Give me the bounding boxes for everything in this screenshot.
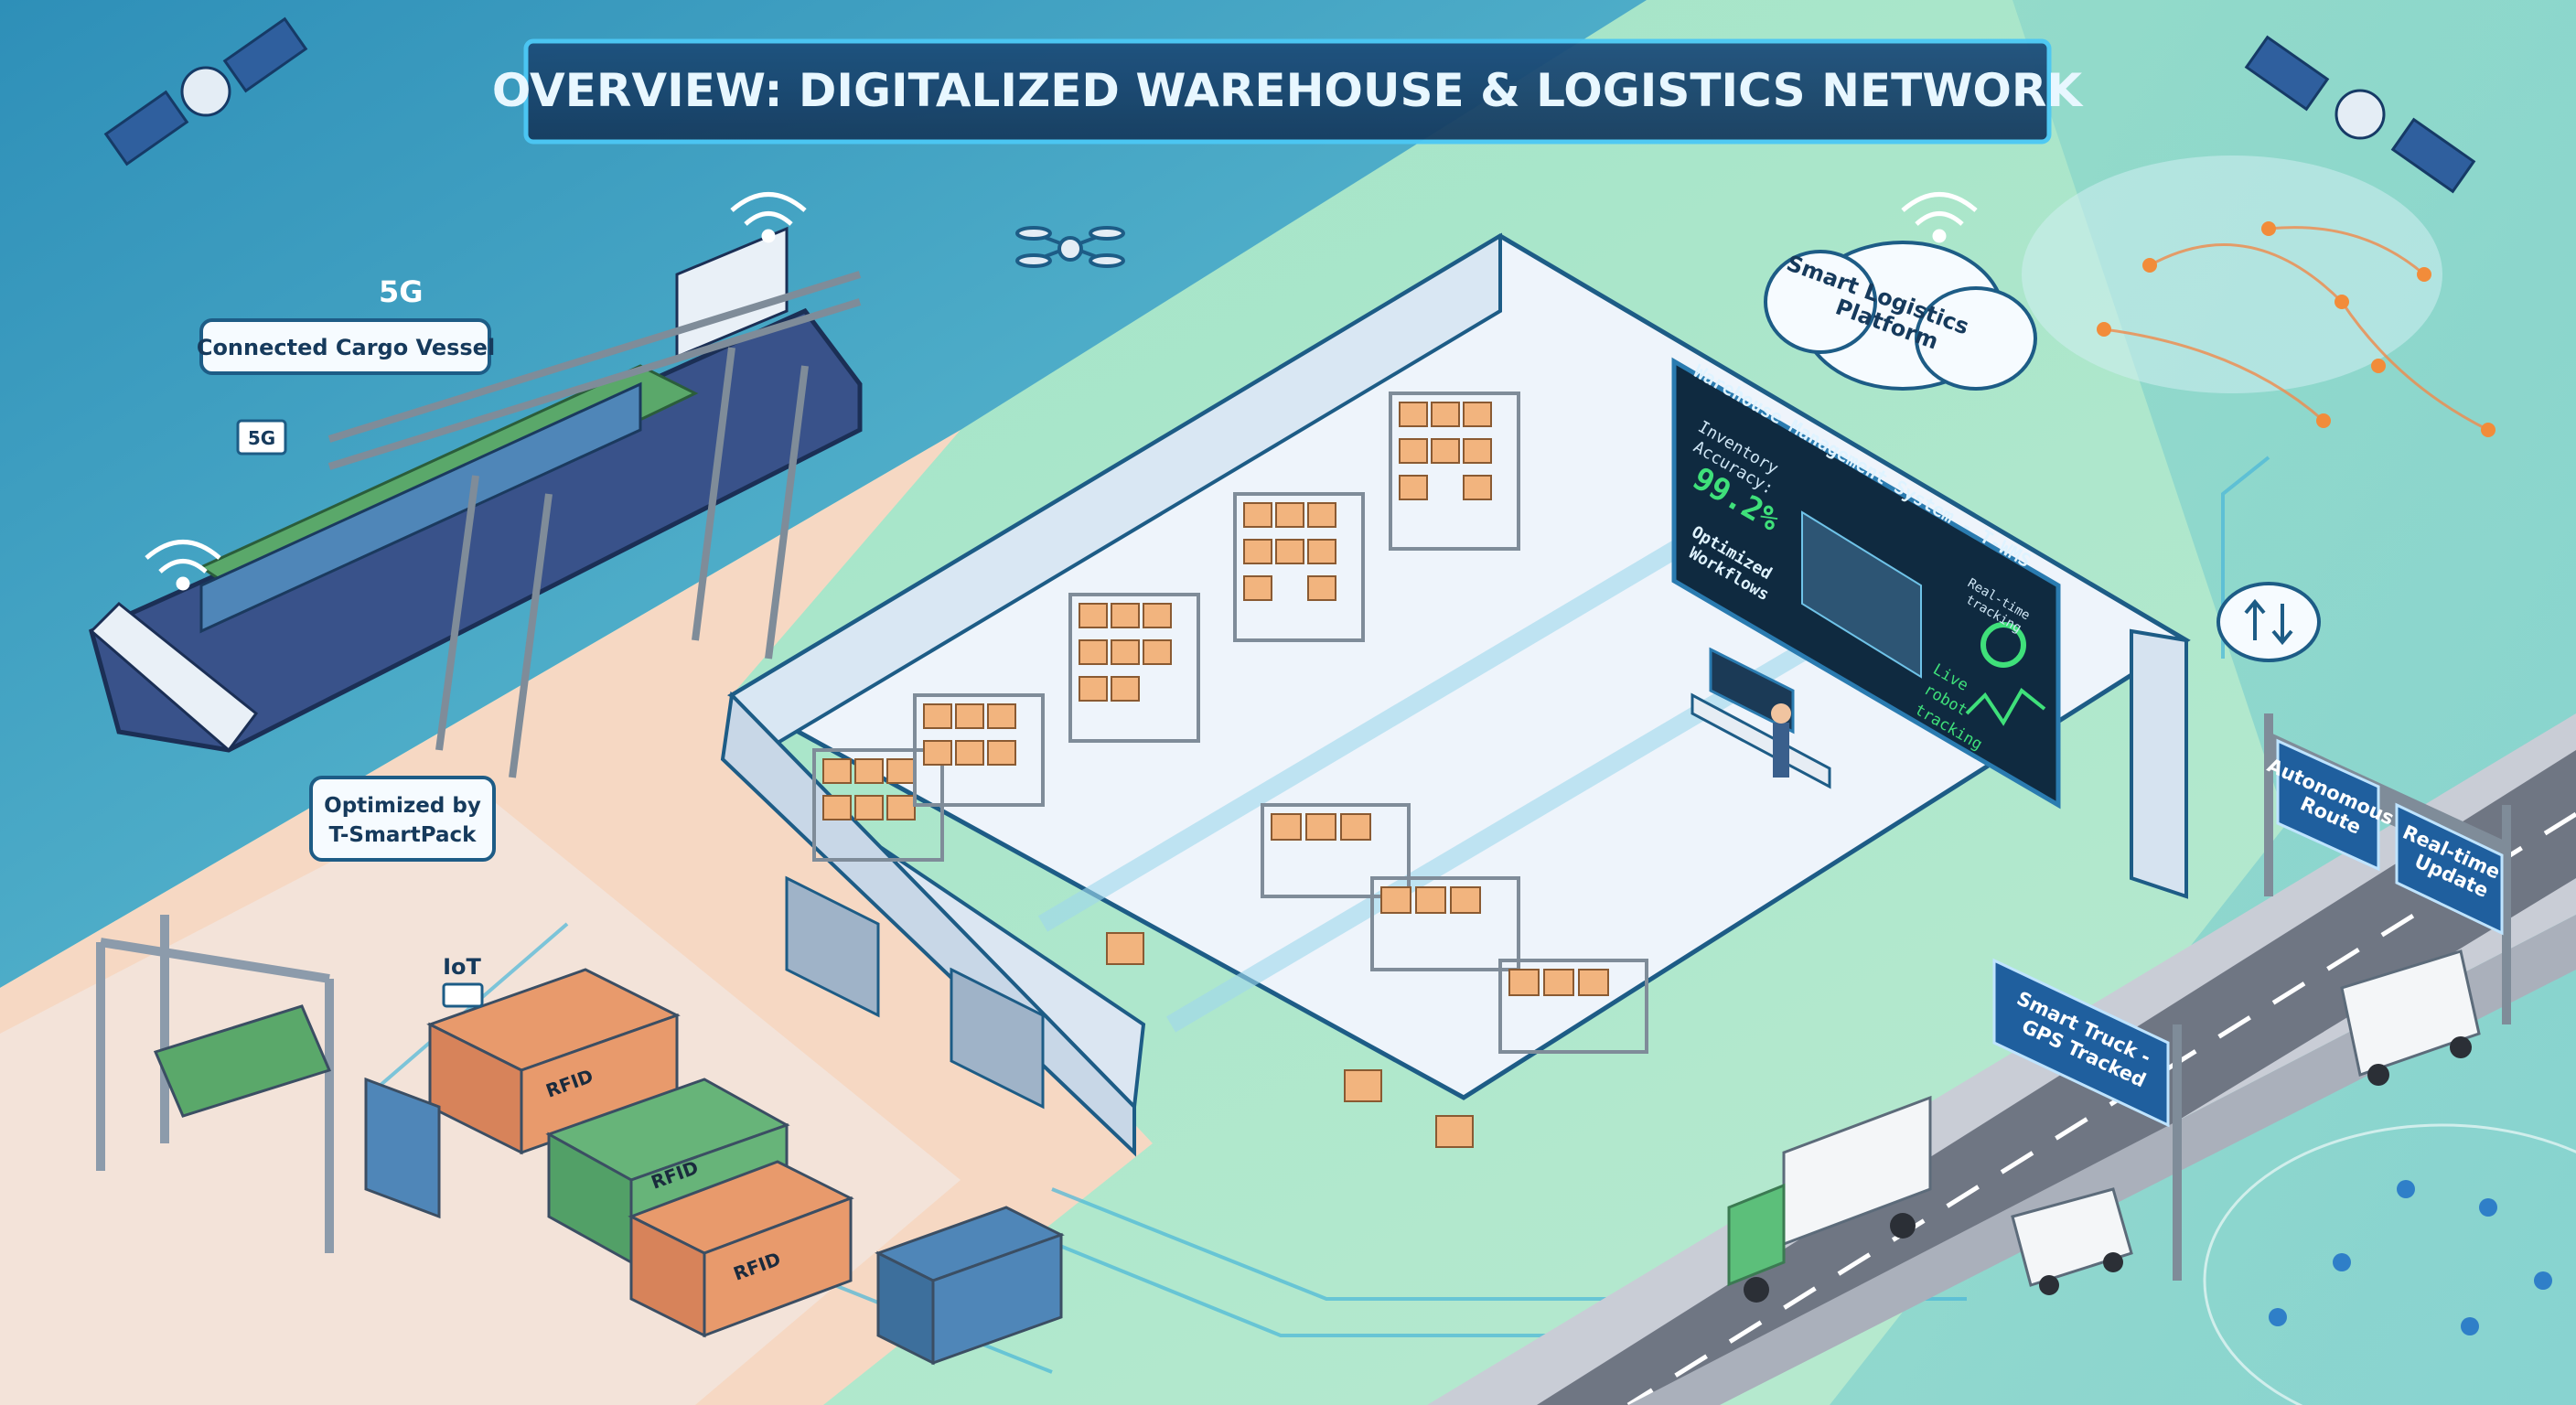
smartpack-label-line1: Optimized by [324, 794, 481, 818]
iot-device-icon [442, 982, 484, 1008]
global-network-map [2022, 156, 2576, 1405]
control-desk [1690, 647, 1831, 789]
smartpack-callout [309, 776, 496, 862]
cargo-vessel-callout [199, 318, 491, 375]
smartpack-label-line2: T-SmartPack [329, 823, 478, 847]
sync-cloud-icon [2216, 582, 2321, 662]
title-banner [523, 38, 2052, 145]
highway [1427, 713, 2576, 1405]
delivery-van [2340, 949, 2481, 1086]
satellite-icon [103, 16, 308, 166]
smart-truck [1727, 1095, 1932, 1303]
smart-truck-sign [1992, 958, 2182, 1281]
smart-logistics-cloud [1764, 241, 2037, 391]
ship-crane [327, 271, 862, 778]
wms-dashboard [1671, 357, 2061, 810]
five-g-badge [236, 419, 287, 456]
container-stack [153, 968, 1065, 1366]
delivery-van-2 [2011, 1187, 2133, 1295]
storage-racks [812, 391, 1648, 1148]
wifi-icon [145, 192, 1978, 591]
page-title: OVERVIEW: DIGITALIZED WAREHOUSE & LOGIST… [492, 64, 2084, 117]
cargo-vessel [89, 226, 863, 753]
realtime-update-sign [2395, 802, 2504, 936]
five-g-label: 5G [379, 274, 424, 309]
iot-label: IoT [443, 954, 481, 980]
sea-area [0, 0, 1647, 988]
cargo-vessel-label: Connected Cargo Vessel [197, 335, 495, 360]
drone-icon [1015, 226, 1125, 268]
five-g-badge-text: 5G [248, 427, 275, 449]
yard-crane [96, 915, 334, 1253]
satellite-icon-right [2244, 35, 2476, 194]
